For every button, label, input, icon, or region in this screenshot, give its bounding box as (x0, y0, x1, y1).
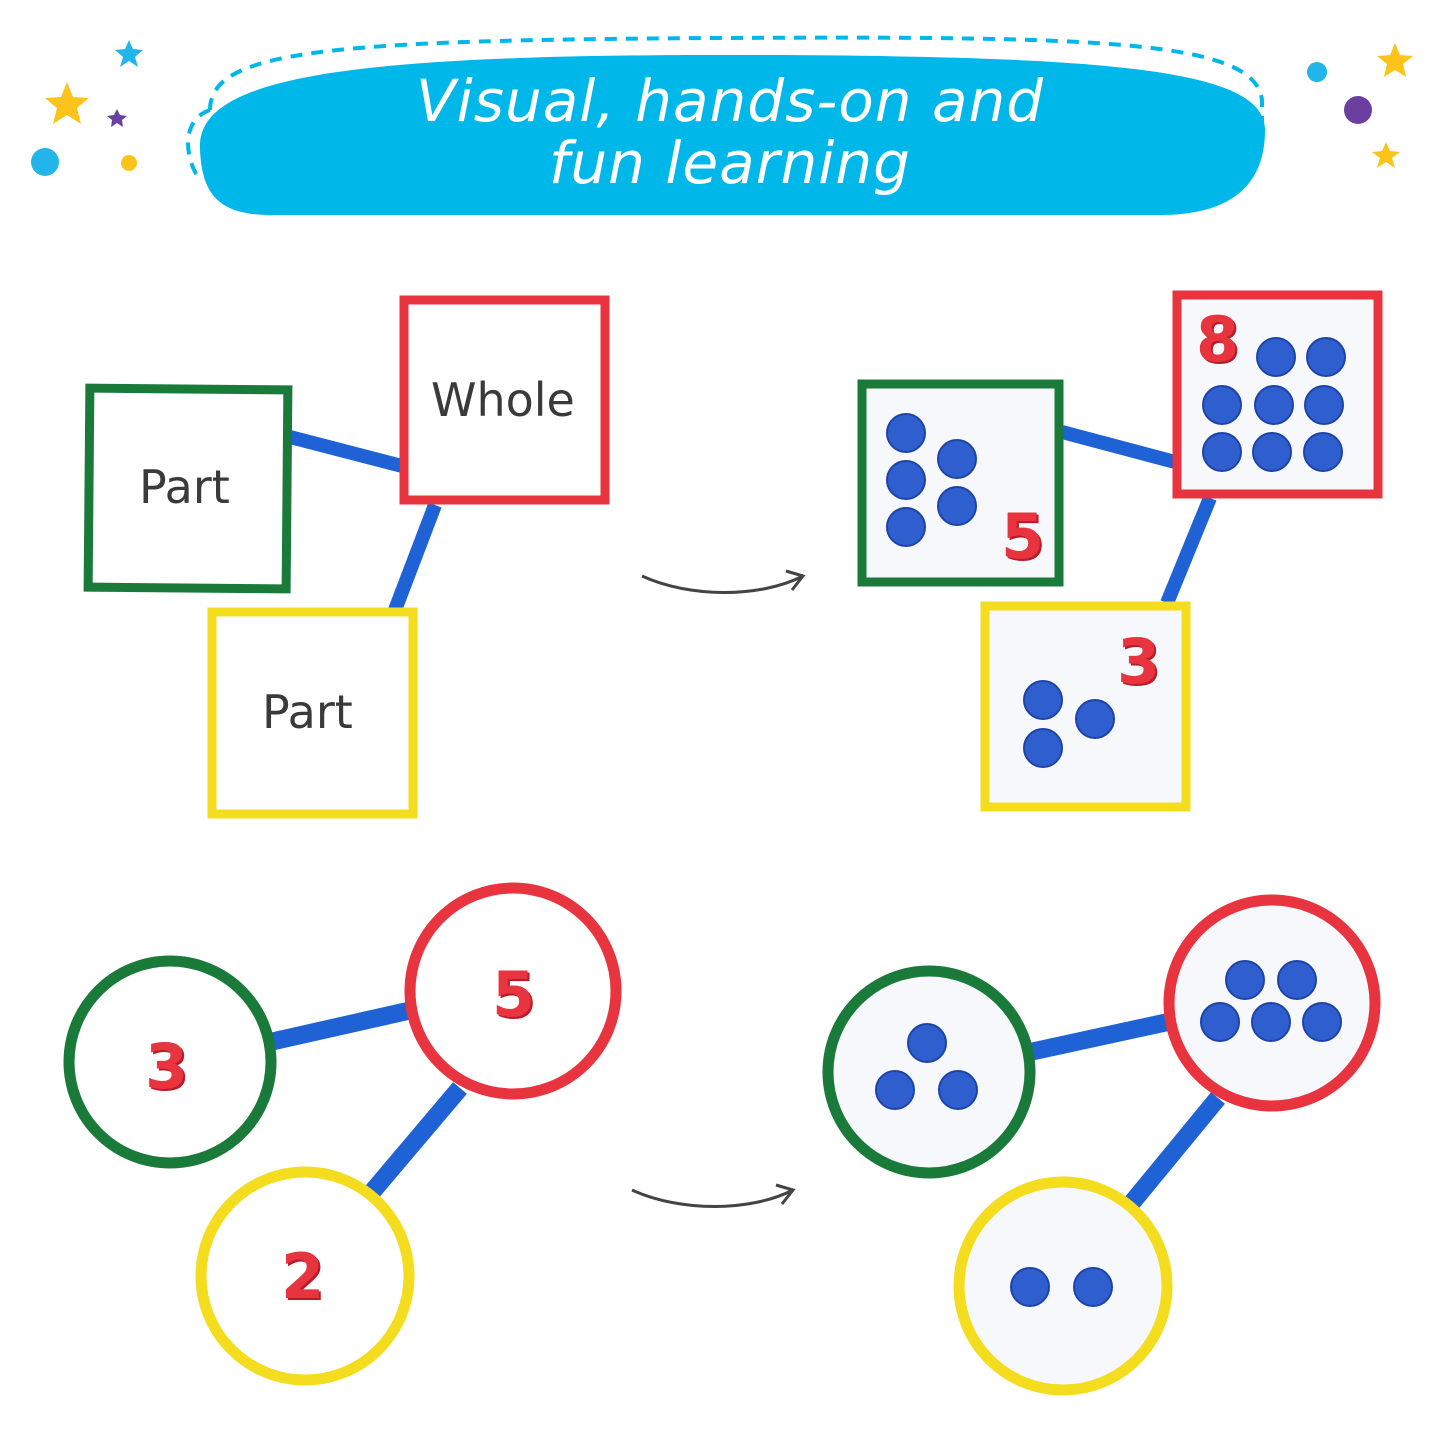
dot-icon (121, 155, 137, 171)
counter-icon (875, 1070, 915, 1110)
star-icon (1377, 43, 1413, 77)
part-circle-yellow-filled (953, 1176, 1173, 1396)
counter-icon (1252, 432, 1292, 472)
star-icon (1372, 142, 1400, 168)
connector-bar (1060, 425, 1177, 469)
arrow-icon (641, 569, 806, 594)
star-icon (115, 40, 143, 67)
counter-icon (1202, 385, 1242, 425)
part-circle-yellow (195, 1166, 415, 1386)
counter-icon (1302, 1002, 1342, 1042)
counter-icon (938, 1070, 978, 1110)
square-counters (886, 337, 1346, 768)
part-number-card-2: 3 (1117, 625, 1161, 698)
connector-bar (365, 1082, 467, 1198)
counter-icon (1254, 385, 1294, 425)
star-icon (107, 109, 127, 127)
counter-icon (1303, 432, 1343, 472)
counter-icon (1023, 680, 1063, 720)
part-label-2: Part (262, 685, 353, 739)
counter-icon (1251, 1002, 1291, 1042)
arrow-icon (631, 1183, 796, 1208)
part-square-green (83, 383, 293, 594)
connector-bar (1028, 1013, 1170, 1061)
dot-icon (31, 148, 59, 176)
connector-bar (1123, 1092, 1225, 1211)
connector-bar (288, 430, 404, 473)
connector-bar (388, 502, 442, 613)
counter-icon (1202, 432, 1242, 472)
counter-icon (937, 439, 977, 479)
banner-title-line-1: Visual, hands-on and (415, 67, 1045, 135)
banner-dashed-outline-left (186, 108, 211, 182)
part-number-circle-2: 2 (281, 1240, 325, 1313)
whole-square-red (399, 295, 610, 505)
banner-title: Visual, hands-on and fun learning (300, 70, 1160, 194)
counter-icon (937, 486, 977, 526)
part-circle-green-filled (822, 965, 1036, 1179)
counter-icon (1075, 699, 1115, 739)
banner-shape (199, 55, 1266, 215)
part-number-card-1: 5 (1001, 500, 1045, 573)
part-square-yellow (207, 607, 418, 819)
part-number-circle-1: 3 (145, 1030, 189, 1103)
dot-icon (1307, 62, 1327, 82)
part-label-1: Part (139, 460, 230, 514)
counter-icon (907, 1023, 947, 1063)
counter-icon (1073, 1267, 1113, 1307)
counter-icon (1225, 960, 1265, 1000)
counter-icon (1200, 1002, 1240, 1042)
counter-icon (1277, 960, 1317, 1000)
dot-icon (1344, 96, 1372, 124)
counter-icon (1010, 1267, 1050, 1307)
counter-icon (1023, 728, 1063, 768)
circle-counters (875, 960, 1342, 1307)
banner-title-line-2: fun learning (548, 129, 911, 197)
whole-number-card: 8 (1196, 303, 1240, 376)
connector-bar (1160, 495, 1217, 606)
connector-bar (268, 1001, 414, 1051)
counter-icon (1256, 337, 1296, 377)
star-icon (45, 82, 89, 124)
whole-label: Whole (431, 373, 575, 427)
counter-icon (1306, 337, 1346, 377)
whole-circle-red (404, 882, 622, 1100)
counter-icon (1304, 385, 1344, 425)
part-circle-green (63, 955, 277, 1169)
banner-dashed-outline (208, 35, 1264, 130)
counter-icon (886, 413, 926, 453)
counter-icon (886, 507, 926, 547)
whole-number-circle: 5 (492, 958, 536, 1031)
counter-icon (886, 460, 926, 500)
